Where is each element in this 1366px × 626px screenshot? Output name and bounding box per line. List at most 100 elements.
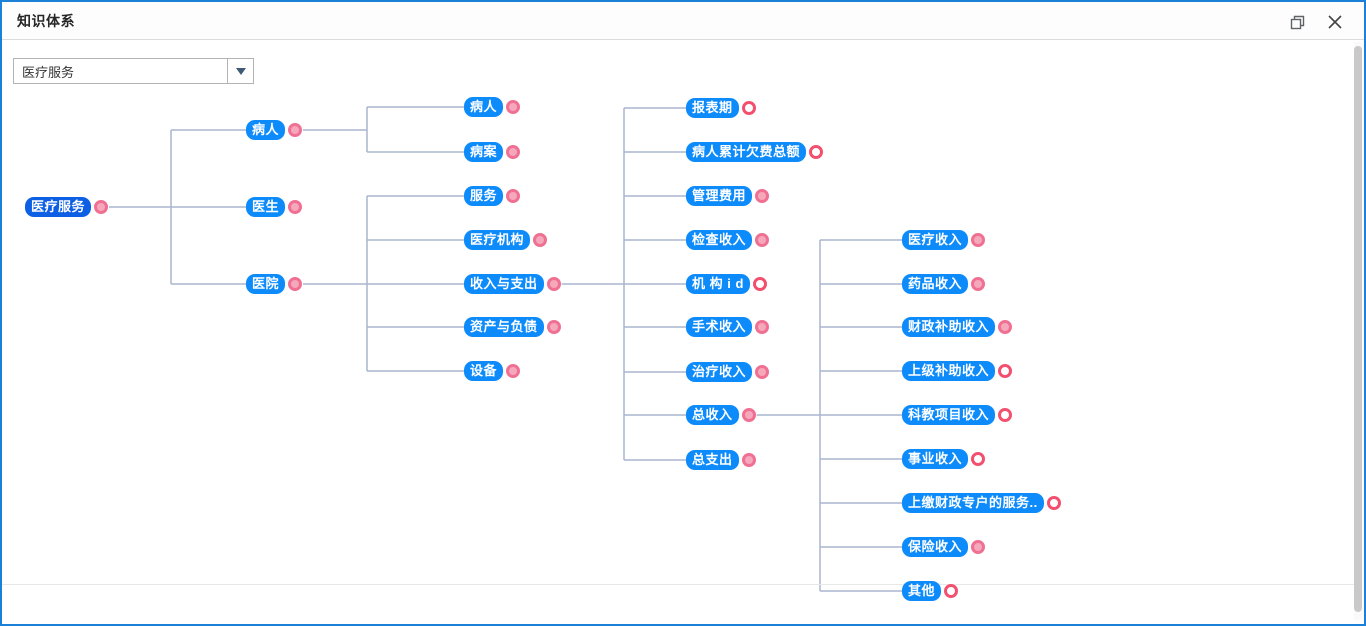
tree-node-label[interactable]: 其他 xyxy=(902,580,942,601)
restore-icon xyxy=(1290,15,1304,29)
node-handle-filled-icon[interactable] xyxy=(506,144,521,159)
node-handle-hollow-icon[interactable] xyxy=(1046,495,1061,510)
node-handle-filled-icon[interactable] xyxy=(288,122,303,137)
tree-node-label[interactable]: 医疗收入 xyxy=(902,229,969,250)
tree-node-label[interactable]: 科教项目收入 xyxy=(902,404,996,425)
tree-node[interactable]: 总收入 xyxy=(686,404,756,425)
tree-node-label[interactable]: 病案 xyxy=(464,141,504,162)
tree-node[interactable]: 医院 xyxy=(246,273,303,294)
node-handle-hollow-icon[interactable] xyxy=(998,363,1013,378)
tree-node-label[interactable]: 手术收入 xyxy=(686,316,753,337)
tree-node-label[interactable]: 病人累计欠费总额 xyxy=(686,141,807,162)
tree-node[interactable]: 医疗机构 xyxy=(464,229,548,250)
tree-node[interactable]: 报表期 xyxy=(686,97,756,118)
node-handle-filled-icon[interactable] xyxy=(755,232,770,247)
node-handle-filled-icon[interactable] xyxy=(546,319,561,334)
close-icon xyxy=(1328,15,1342,29)
tree-node[interactable]: 收入与支出 xyxy=(464,273,561,294)
node-handle-filled-icon[interactable] xyxy=(755,319,770,334)
tree-node-label[interactable]: 保险收入 xyxy=(902,536,969,557)
tree-node-label[interactable]: 医生 xyxy=(246,196,286,217)
tree-node-label[interactable]: 总支出 xyxy=(686,449,739,470)
node-handle-filled-icon[interactable] xyxy=(546,276,561,291)
tree-node[interactable]: 管理费用 xyxy=(686,185,770,206)
node-handle-filled-icon[interactable] xyxy=(755,364,770,379)
tree-node[interactable]: 上级补助收入 xyxy=(902,360,1013,381)
tree-node[interactable]: 医疗服务 xyxy=(25,196,109,217)
node-handle-hollow-icon[interactable] xyxy=(809,144,824,159)
restore-window-button[interactable] xyxy=(1286,11,1308,33)
tree-node[interactable]: 总支出 xyxy=(686,449,756,470)
tree-node-label[interactable]: 上级补助收入 xyxy=(902,360,996,381)
node-handle-hollow-icon[interactable] xyxy=(752,276,767,291)
tree-node[interactable]: 财政补助收入 xyxy=(902,316,1013,337)
node-handle-filled-icon[interactable] xyxy=(741,407,756,422)
tree-node-label[interactable]: 设备 xyxy=(464,360,504,381)
node-handle-filled-icon[interactable] xyxy=(998,319,1013,334)
node-handle-filled-icon[interactable] xyxy=(94,199,109,214)
node-handle-filled-icon[interactable] xyxy=(288,199,303,214)
node-handle-hollow-icon[interactable] xyxy=(971,451,986,466)
knowledge-domain-dropdown[interactable]: 医疗服务 xyxy=(13,58,254,84)
tree-node-label[interactable]: 病人 xyxy=(246,119,286,140)
tree-node[interactable]: 病案 xyxy=(464,141,521,162)
tree-node[interactable]: 保险收入 xyxy=(902,536,986,557)
tree-node-label[interactable]: 病人 xyxy=(464,96,504,117)
node-handle-filled-icon[interactable] xyxy=(506,99,521,114)
node-handle-filled-icon[interactable] xyxy=(755,188,770,203)
tree-node-label[interactable]: 管理费用 xyxy=(686,185,753,206)
tree-node[interactable]: 事业收入 xyxy=(902,448,986,469)
tree-node[interactable]: 科教项目收入 xyxy=(902,404,1013,425)
tree-node[interactable]: 资产与负债 xyxy=(464,316,561,337)
chevron-down-icon xyxy=(235,67,246,75)
tree-node-label[interactable]: 医疗服务 xyxy=(25,196,92,217)
close-window-button[interactable] xyxy=(1324,11,1346,33)
tree-node-label[interactable]: 收入与支出 xyxy=(464,273,544,294)
tree-node-label[interactable]: 医疗机构 xyxy=(464,229,531,250)
tree-node-label[interactable]: 总收入 xyxy=(686,404,739,425)
tree-node[interactable]: 机 构 i d xyxy=(686,273,767,294)
canvas-bottom-edge xyxy=(2,584,1356,585)
node-handle-hollow-icon[interactable] xyxy=(998,407,1013,422)
node-handle-filled-icon[interactable] xyxy=(971,232,986,247)
tree-node[interactable]: 病人 xyxy=(464,96,521,117)
tree-node-label[interactable]: 治疗收入 xyxy=(686,361,753,382)
node-handle-filled-icon[interactable] xyxy=(971,276,986,291)
node-handle-filled-icon[interactable] xyxy=(506,188,521,203)
tree-node[interactable]: 医生 xyxy=(246,196,303,217)
tree-node[interactable]: 病人 xyxy=(246,119,303,140)
tree-node[interactable]: 服务 xyxy=(464,185,521,206)
tree-node[interactable]: 设备 xyxy=(464,360,521,381)
tree-node-label[interactable]: 服务 xyxy=(464,185,504,206)
tree-node[interactable]: 手术收入 xyxy=(686,316,770,337)
tree-node[interactable]: 医疗收入 xyxy=(902,229,986,250)
tree-node-label[interactable]: 药品收入 xyxy=(902,273,969,294)
tree-node-label[interactable]: 检查收入 xyxy=(686,229,753,250)
dropdown-selected-value[interactable]: 医疗服务 xyxy=(13,58,228,84)
tree-node-label[interactable]: 上缴财政专户的服务.. xyxy=(902,492,1044,513)
node-handle-filled-icon[interactable] xyxy=(506,363,521,378)
tree-node[interactable]: 病人累计欠费总额 xyxy=(686,141,824,162)
tree-node[interactable]: 治疗收入 xyxy=(686,361,770,382)
node-handle-filled-icon[interactable] xyxy=(533,232,548,247)
tree-node-label[interactable]: 事业收入 xyxy=(902,448,969,469)
node-handle-filled-icon[interactable] xyxy=(288,276,303,291)
tree-node[interactable]: 其他 xyxy=(902,580,959,601)
node-handle-filled-icon[interactable] xyxy=(741,452,756,467)
tree-node-label[interactable]: 医院 xyxy=(246,273,286,294)
tree-node[interactable]: 检查收入 xyxy=(686,229,770,250)
node-handle-filled-icon[interactable] xyxy=(971,539,986,554)
tree-node[interactable]: 上缴财政专户的服务.. xyxy=(902,492,1061,513)
tree-node[interactable]: 药品收入 xyxy=(902,273,986,294)
dropdown-button[interactable] xyxy=(227,58,254,84)
tree-node-label[interactable]: 机 构 i d xyxy=(686,273,750,294)
tree-node-label[interactable]: 报表期 xyxy=(686,97,739,118)
node-handle-hollow-icon[interactable] xyxy=(944,583,959,598)
node-handle-hollow-icon[interactable] xyxy=(741,100,756,115)
scrollbar-thumb[interactable] xyxy=(1354,46,1362,612)
tree-node-label[interactable]: 财政补助收入 xyxy=(902,316,996,337)
vertical-scrollbar[interactable] xyxy=(1354,42,1362,620)
tree-node-label[interactable]: 资产与负债 xyxy=(464,316,544,337)
